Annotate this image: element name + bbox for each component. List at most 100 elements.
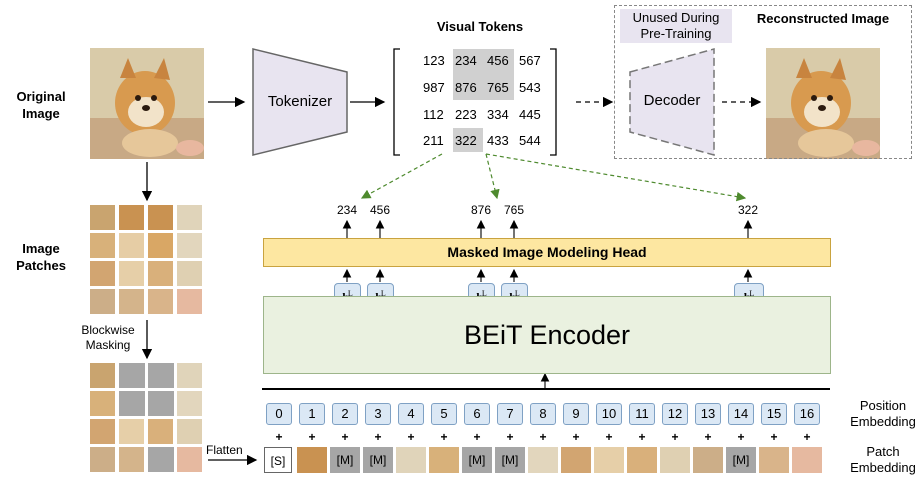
token-0-2: 456 (487, 53, 509, 68)
patch-embedding-tile (561, 447, 591, 473)
plus-sign: + (374, 430, 382, 444)
patch-tile (119, 205, 144, 230)
decoder-label: Decoder (643, 92, 701, 109)
patch-embedding-label: Patch Embedding (850, 444, 916, 475)
token-3-1: 322 (455, 133, 477, 148)
position-box: 5 (431, 403, 457, 425)
patch-tile (177, 289, 202, 314)
mim-head: Masked Image Modeling Head (263, 238, 831, 267)
image-patches-grid (90, 205, 204, 315)
position-box: 13 (695, 403, 721, 425)
token-highlight (487, 49, 514, 73)
patch-embedding-tile (528, 447, 558, 473)
tokenizer-shape (252, 48, 348, 156)
patch-tile (177, 261, 202, 286)
plus-sign: + (803, 430, 811, 444)
reconstructed-image-label: Reconstructed Image (756, 11, 890, 26)
token-0-3: 567 (519, 53, 541, 68)
masked-tile (148, 447, 174, 472)
token-highlight (487, 73, 514, 100)
patch-tile (148, 261, 173, 286)
reconstructed-image (766, 48, 880, 159)
plus-sign: + (506, 430, 514, 444)
predicted-token: 456 (369, 203, 391, 217)
patch-embedding-tile (594, 447, 624, 473)
position-box: 1 (299, 403, 325, 425)
plus-sign: + (572, 430, 580, 444)
masked-tile (148, 391, 174, 416)
patch-tile (148, 419, 173, 444)
plus-sign: + (770, 430, 778, 444)
position-box: 10 (596, 403, 622, 425)
patch-tile (90, 447, 115, 472)
patch-tile (90, 233, 115, 258)
token-0-0: 123 (423, 53, 445, 68)
patch-embedding-tile (396, 447, 426, 473)
plus-sign: + (539, 430, 547, 444)
mask-token-box: [M] (330, 447, 360, 473)
plus-sign: + (671, 430, 679, 444)
visual-tokens-matrix: 123 234 456 567 987 876 765 543 112 223 … (393, 48, 557, 156)
token-highlight (453, 128, 483, 152)
position-box: 14 (728, 403, 754, 425)
patch-tile (119, 261, 144, 286)
patch-tile (90, 289, 115, 314)
position-box: 7 (497, 403, 523, 425)
token-2-2: 334 (487, 107, 509, 122)
arrow-token-322 (485, 153, 747, 202)
token-3-2: 433 (487, 133, 509, 148)
token-2-1: 223 (455, 107, 477, 122)
arrow-token-234 (360, 153, 443, 199)
patch-tile (119, 289, 144, 314)
plus-sign: + (605, 430, 613, 444)
position-box: 11 (629, 403, 655, 425)
plus-sign: + (308, 430, 316, 444)
dog-illustration (90, 48, 204, 159)
predicted-token: 765 (503, 203, 525, 217)
position-box: 16 (794, 403, 820, 425)
token-1-3: 543 (519, 80, 541, 95)
decoder-shape (629, 48, 715, 156)
unused-frame (614, 5, 912, 159)
patch-tile (177, 447, 202, 472)
patch-tile (177, 391, 202, 416)
patch-embedding-tile (759, 447, 789, 473)
token-1-2: 765 (487, 80, 509, 95)
mask-token-box: [M] (462, 447, 492, 473)
tokenizer-label: Tokenizer (267, 93, 333, 110)
predicted-token: 322 (737, 203, 759, 217)
patch-tile (119, 419, 144, 444)
visual-tokens-title: Visual Tokens (436, 19, 524, 34)
unused-label: Unused During Pre-Training (620, 9, 732, 43)
predicted-token: 876 (470, 203, 492, 217)
patch-embedding-tile (792, 447, 822, 473)
masked-tile (119, 363, 145, 388)
plus-sign: + (737, 430, 745, 444)
plus-sign: + (704, 430, 712, 444)
token-1-0: 987 (423, 80, 445, 95)
patch-tile (177, 419, 202, 444)
patch-tile (177, 205, 202, 230)
masked-tile (119, 391, 145, 416)
token-2-0: 112 (423, 107, 444, 122)
position-box: 12 (662, 403, 688, 425)
patch-tile (177, 363, 202, 388)
patch-tile (148, 205, 173, 230)
position-box: 4 (398, 403, 424, 425)
beit-encoder-label: BEiT Encoder (463, 320, 631, 350)
plus-sign: + (341, 430, 349, 444)
masked-tile (148, 363, 174, 388)
predicted-token: 234 (336, 203, 358, 217)
position-box: 3 (365, 403, 391, 425)
mask-token-box: [M] (726, 447, 756, 473)
patch-tile (90, 261, 115, 286)
masked-patches-grid (90, 363, 204, 473)
plus-sign: + (275, 430, 283, 444)
patch-tile (90, 363, 115, 388)
position-box: 6 (464, 403, 490, 425)
patch-tile (90, 391, 115, 416)
plus-sign: + (407, 430, 415, 444)
patch-embedding-tile (627, 447, 657, 473)
patch-tile (119, 233, 144, 258)
